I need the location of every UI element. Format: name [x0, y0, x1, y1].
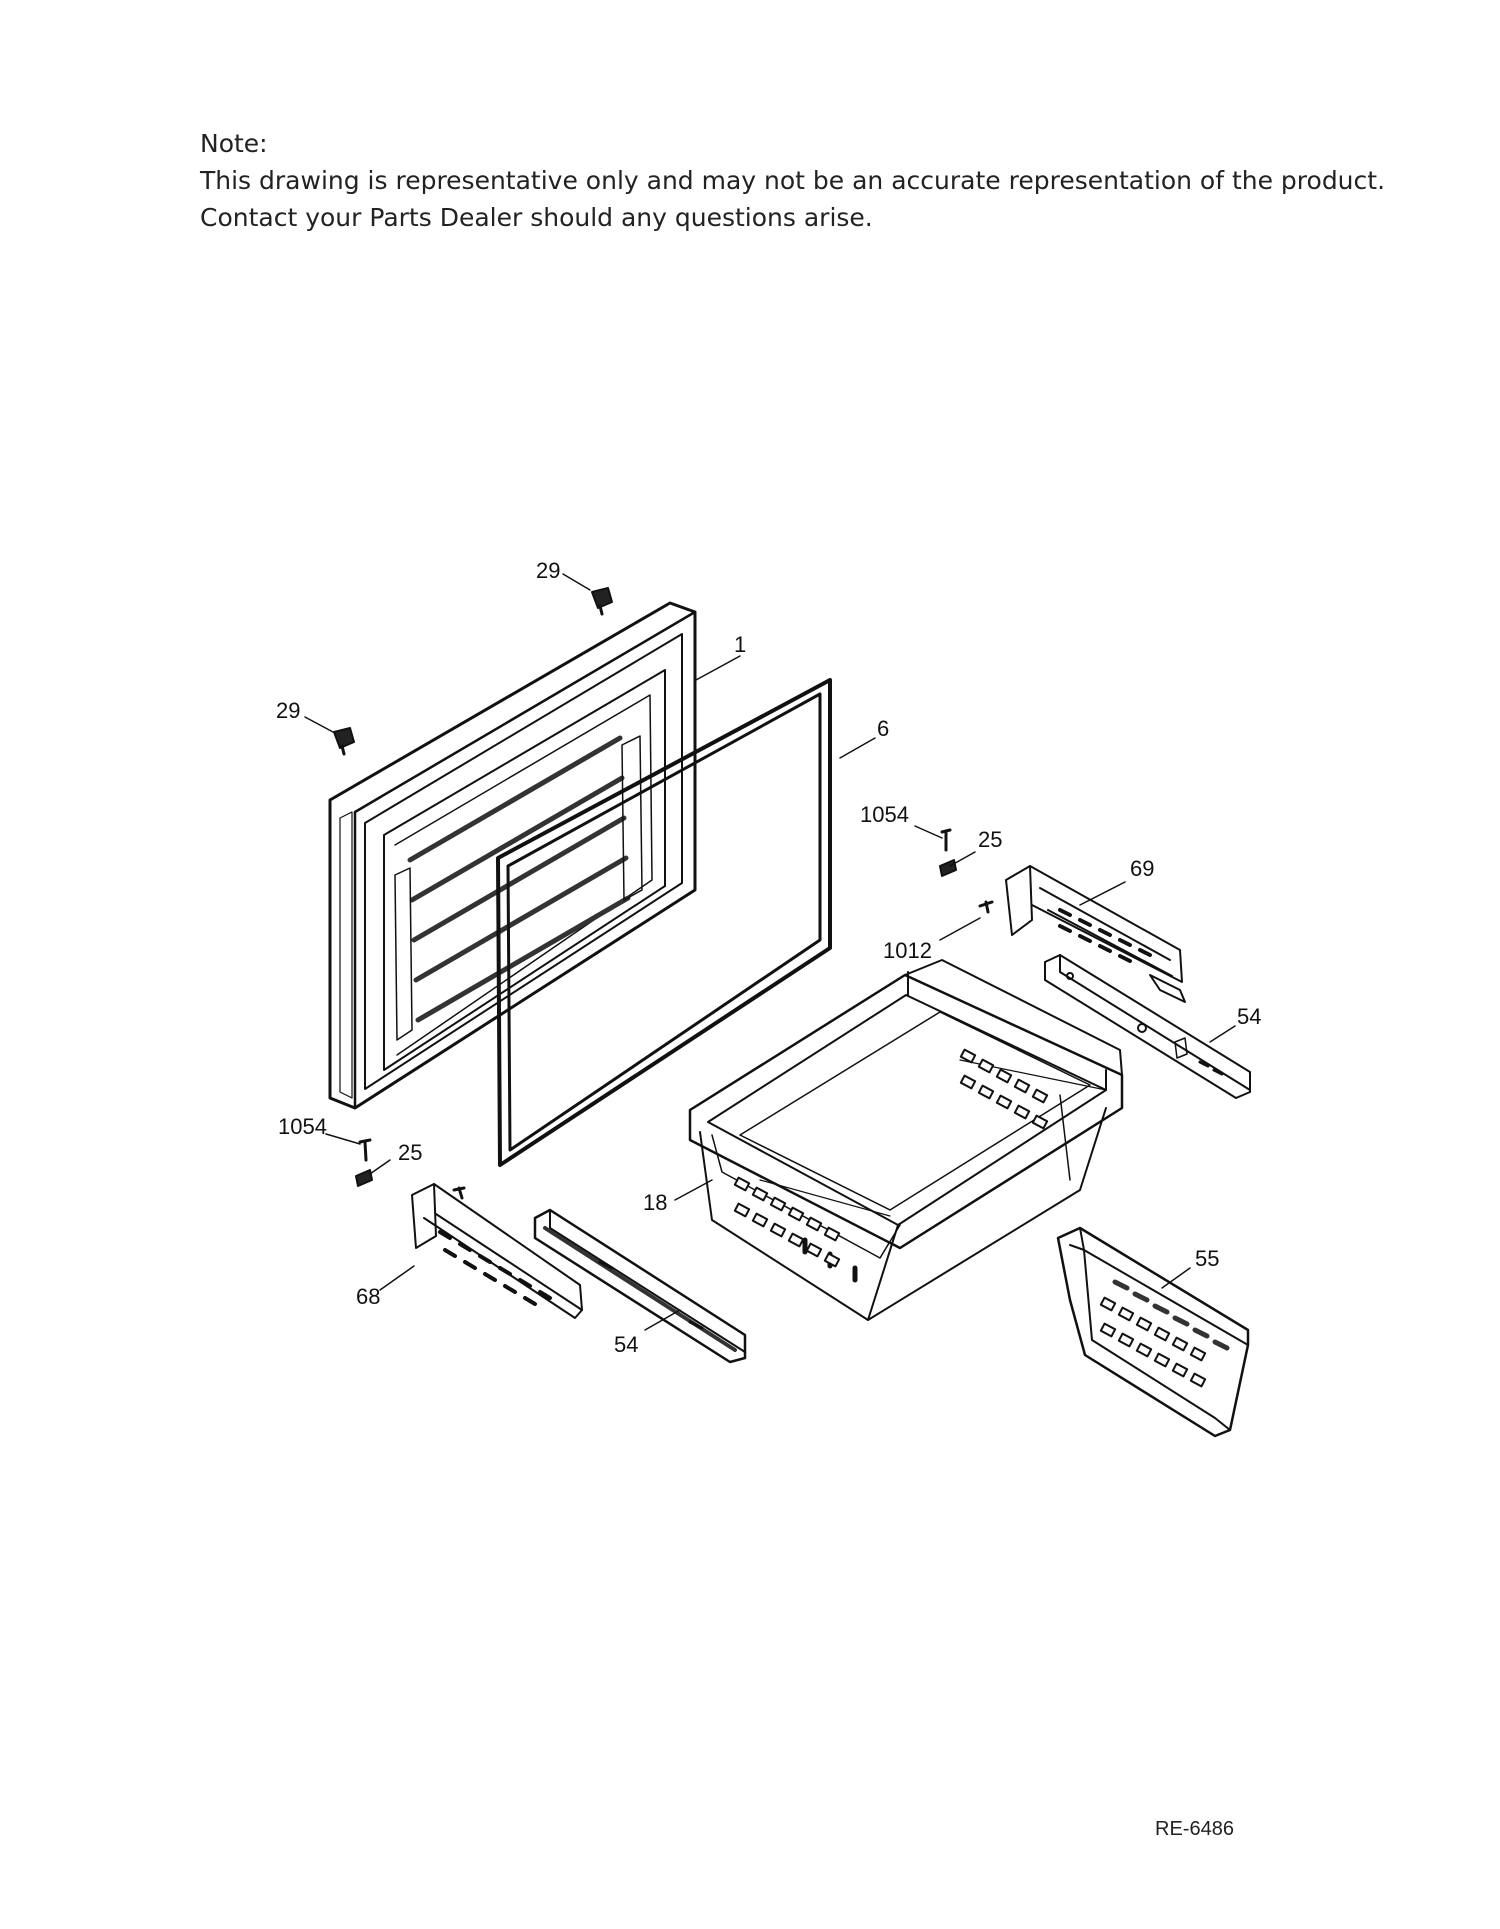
callout-6: 6 — [877, 716, 889, 741]
callout-29-left: 29 — [276, 698, 300, 723]
callout-55: 55 — [1195, 1246, 1219, 1271]
screw-1012 — [978, 900, 994, 914]
fastener-1054-lower — [358, 1138, 372, 1162]
rail-54-left — [533, 1208, 747, 1364]
drawer-basket — [688, 959, 1124, 1321]
bracket-69 — [1005, 865, 1186, 1003]
callout-54-right: 54 — [1237, 1004, 1261, 1029]
leader-lines — [304, 573, 1236, 1331]
note-heading: Note: — [200, 129, 268, 158]
drawer-front-cover — [1056, 1226, 1250, 1438]
callout-1054-lower: 1054 — [278, 1114, 327, 1139]
fastener-1054-upper — [940, 828, 952, 852]
callout-1: 1 — [734, 632, 746, 657]
callout-68: 68 — [356, 1284, 380, 1309]
drawer-vent-slots-side — [959, 1048, 1049, 1130]
callout-69: 69 — [1130, 856, 1154, 881]
callout-25-lower: 25 — [398, 1140, 422, 1165]
callout-25-upper: 25 — [978, 827, 1002, 852]
callout-1012: 1012 — [883, 938, 932, 963]
door-gasket — [496, 678, 832, 1167]
screw-29-left — [333, 727, 355, 756]
rail-54-right — [1044, 954, 1251, 1099]
callout-1054-upper: 1054 — [860, 802, 909, 827]
callout-18: 18 — [643, 1190, 667, 1215]
spacer-25-lower — [355, 1169, 373, 1187]
note-line-2: Contact your Parts Dealer should any que… — [200, 203, 873, 232]
callout-54-left: 54 — [614, 1332, 638, 1357]
door-panel — [328, 601, 697, 1110]
bracket-68 — [411, 1183, 583, 1319]
document-id: RE-6486 — [1155, 1818, 1234, 1840]
callout-29-top: 29 — [536, 558, 560, 583]
spacer-25-upper — [939, 859, 957, 877]
cover-vent-slots — [1099, 1296, 1207, 1388]
screw-lower-small — [452, 1186, 466, 1200]
note-line-1: This drawing is representative only and … — [200, 166, 1386, 195]
disclaimer-note: Note: This drawing is representative onl… — [200, 125, 1385, 236]
drawer-vent-slots-front — [733, 1176, 841, 1268]
callout-labels: 29 29 1 6 1054 25 69 1012 54 1054 25 18 … — [276, 558, 1261, 1357]
screw-29-top — [591, 587, 613, 616]
